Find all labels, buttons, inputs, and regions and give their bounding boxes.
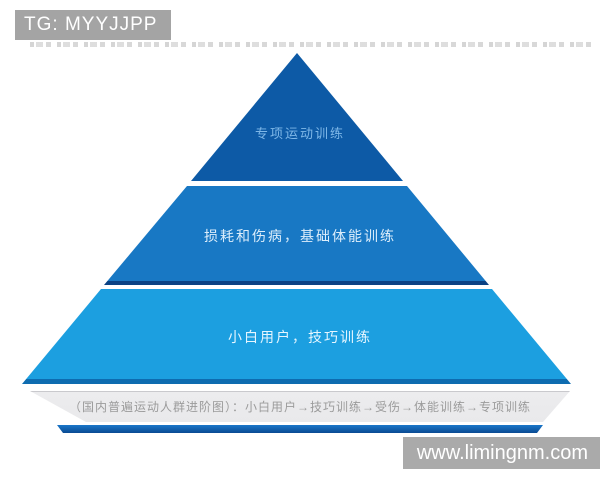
tg-badge: TG: MYYJJPP [15,10,172,40]
tier-middle-label: 损耗和伤病，基础体能训练 [204,227,396,244]
pyramid-base-platform: （国内普遍运动人群进阶图）：小白用户→技巧训练→受伤→体能训练→专项训练 [30,391,570,422]
pyramid-tier-bottom: 小白用户，技巧训练 [22,289,571,384]
tier-top-label: 专项运动训练 [254,126,345,141]
pyramid-base-bar [57,425,543,433]
pyramid-tier-top: 专项运动训练 [191,53,403,181]
site-watermark: www.limingnm.com [402,437,600,469]
pyramid-tier-middle: 损耗和伤病，基础体能训练 [104,186,489,285]
tier-bottom-label: 小白用户，技巧训练 [228,328,372,345]
base-caption: （国内普遍运动人群进阶图）：小白用户→技巧训练→受伤→体能训练→专项训练 [68,400,531,414]
faint-text-line [30,42,594,47]
